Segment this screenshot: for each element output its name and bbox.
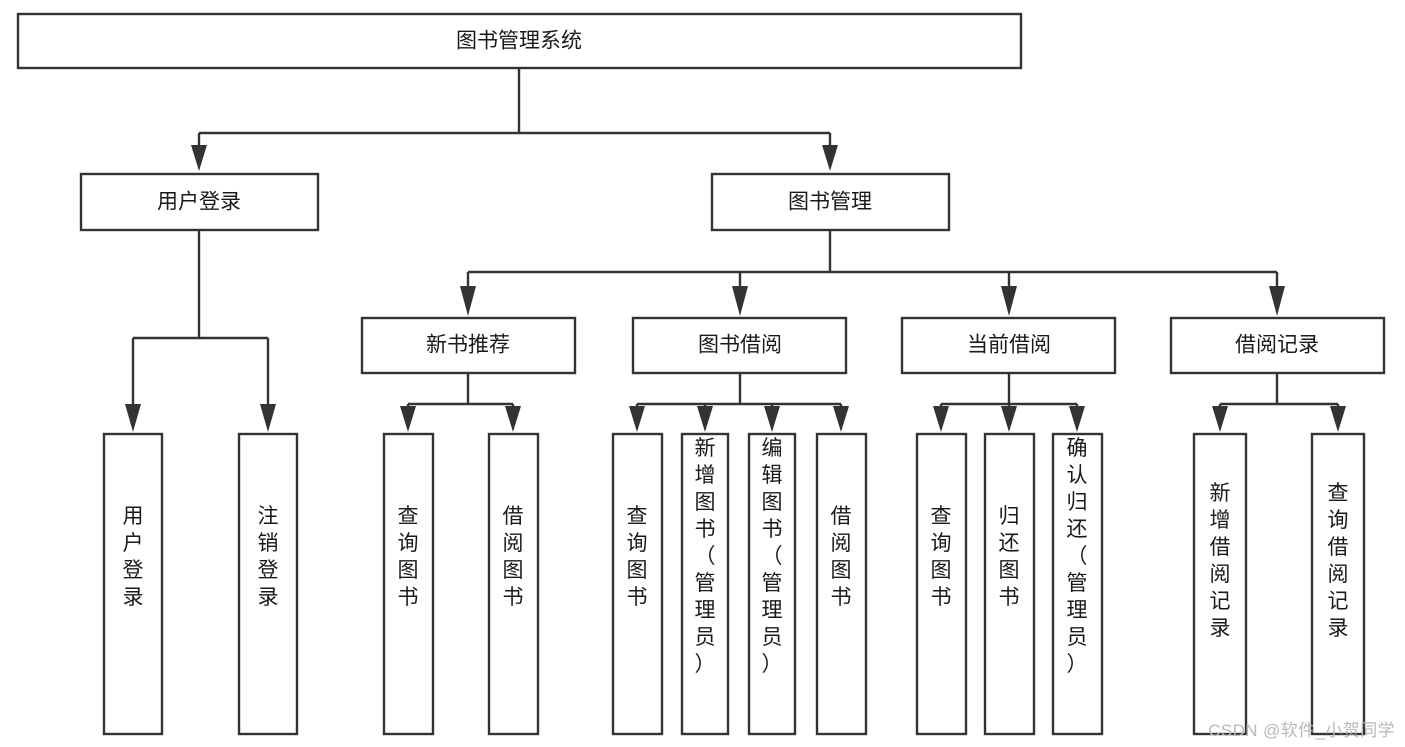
node-current-borrow-box[interactable] [900,316,1117,375]
arrow-icon-leaf-user-login [125,404,141,432]
node-user-login[interactable]: 用户登录 [79,172,320,232]
node-book-manage[interactable]: 图书管理 [710,172,951,232]
node-leaf-user-login[interactable]: 用户登录 [102,432,164,736]
arrow-icon-leaf-query-book-3 [933,406,949,432]
node-leaf-return-book-label: 归还图书 [999,505,1020,609]
node-current-borrow[interactable]: 当前借阅 [900,316,1117,375]
node-leaf-query-record-label: 查询借阅记录 [1328,482,1349,640]
arrow-icon-leaf-query-book-2 [629,406,645,432]
node-new-book-rec[interactable]: 新书推荐 [360,316,577,375]
node-leaf-query-book-3[interactable]: 查询图书 [915,432,968,736]
node-borrow-record[interactable]: 借阅记录 [1169,316,1386,375]
node-leaf-edit-book-box[interactable] [747,432,797,736]
node-leaf-return-book[interactable]: 归还图书 [983,432,1036,736]
arrow-icon-current-borrow [1001,286,1017,316]
node-book-manage-label: 图书管理 [788,191,872,214]
node-leaf-query-book-3-label: 查询图书 [931,505,952,609]
node-root[interactable]: 图书管理系统 [16,12,1023,70]
node-book-borrow-box[interactable] [631,316,848,375]
node-user-login-box[interactable] [79,172,320,232]
arrow-icon-leaf-edit-book [764,406,780,432]
arrow-icon-leaf-return-book [1001,406,1017,432]
node-new-book-rec-box[interactable] [360,316,577,375]
node-leaf-borrow-book-1-box[interactable] [487,432,540,736]
csdn-watermark: CSDN @软件_小贺同学 [1208,721,1395,740]
arrow-icon-leaf-add-record [1212,406,1228,432]
arrow-icon-leaf-borrow-book-2 [833,406,849,432]
node-book-borrow-label: 图书借阅 [698,334,782,357]
node-leaf-user-login-label: 用户登录 [123,505,144,609]
arrow-icon-borrow-record [1269,286,1285,316]
node-root-box[interactable] [16,12,1023,70]
node-leaf-query-book-2[interactable]: 查询图书 [611,432,664,736]
arrow-icon-leaf-user-logout [260,404,276,432]
arrow-icon-leaf-borrow-book-1 [505,406,521,432]
node-leaf-query-book-1-box[interactable] [382,432,435,736]
arrow-icon-new-book-rec [460,286,476,316]
node-user-login-label: 用户登录 [157,191,241,214]
node-leaf-return-book-box[interactable] [983,432,1036,736]
node-borrow-record-box[interactable] [1169,316,1386,375]
node-leaf-confirm-return[interactable]: 确认归还（管理员） [1051,432,1104,736]
node-book-borrow[interactable]: 图书借阅 [631,316,848,375]
node-new-book-rec-label: 新书推荐 [426,334,510,357]
node-leaf-query-book-1-label: 查询图书 [398,505,419,609]
node-leaf-borrow-book-2-box[interactable] [815,432,868,736]
node-leaf-borrow-book-2[interactable]: 借阅图书 [815,432,868,736]
node-leaf-user-logout-box[interactable] [237,432,299,736]
arrow-icon-user-login [191,145,207,171]
arrow-icon-book-borrow [732,286,748,316]
node-leaf-add-book-box[interactable] [680,432,730,736]
node-leaf-edit-book[interactable]: 编辑图书（管理员） [747,432,797,736]
node-borrow-record-label: 借阅记录 [1235,334,1319,357]
node-leaf-query-record[interactable]: 查询借阅记录 [1310,432,1366,736]
node-leaf-query-book-2-label: 查询图书 [627,505,648,609]
node-leaf-query-book-3-box[interactable] [915,432,968,736]
node-leaf-confirm-return-box[interactable] [1051,432,1104,736]
node-leaf-query-book-2-box[interactable] [611,432,664,736]
node-current-borrow-label: 当前借阅 [967,334,1051,357]
node-leaf-add-book[interactable]: 新增图书（管理员） [680,432,730,736]
arrow-icon-leaf-confirm-return [1069,406,1085,432]
node-leaf-user-login-box[interactable] [102,432,164,736]
arrow-icon-leaf-query-record [1330,406,1346,432]
arrow-icon-leaf-add-book [697,406,713,432]
edges-layer [125,68,1346,432]
node-leaf-add-record[interactable]: 新增借阅记录 [1192,432,1248,736]
node-leaf-borrow-book-2-label: 借阅图书 [831,505,852,609]
node-leaf-add-book-label: 新增图书（管理员） [695,437,716,676]
arrow-icon-leaf-query-book-1 [400,406,416,432]
node-leaf-user-logout-label: 注销登录 [258,505,279,609]
node-leaf-query-book-1[interactable]: 查询图书 [382,432,435,736]
node-leaf-borrow-book-1[interactable]: 借阅图书 [487,432,540,736]
node-leaf-query-record-box[interactable] [1310,432,1366,736]
node-leaf-add-record-label: 新增借阅记录 [1210,482,1231,640]
arrow-icon-book-manage [822,145,838,171]
node-leaf-add-record-box[interactable] [1192,432,1248,736]
node-book-manage-box[interactable] [710,172,951,232]
node-leaf-edit-book-label: 编辑图书（管理员） [762,437,783,676]
node-leaf-confirm-return-label: 确认归还（管理员） [1067,437,1088,676]
node-leaf-borrow-book-1-label: 借阅图书 [503,505,524,609]
node-leaf-user-logout[interactable]: 注销登录 [237,432,299,736]
node-root-label: 图书管理系统 [456,30,582,53]
